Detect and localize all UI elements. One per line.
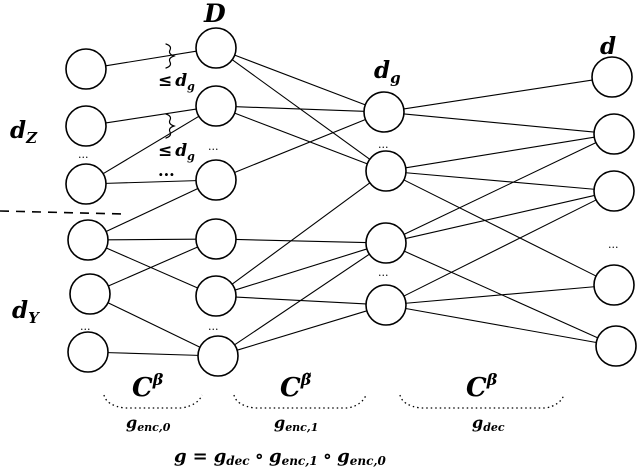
ellipsis-bold: ...	[158, 161, 175, 180]
group-bracket-dec	[399, 394, 565, 409]
edge-a1-b0	[235, 106, 365, 112]
output-node-0	[591, 56, 633, 98]
input-node-1	[65, 105, 107, 147]
bound-label-middle: ≤dg	[158, 141, 195, 163]
group-bracket-enc0	[103, 394, 203, 409]
layer1-node-3	[195, 218, 237, 260]
ellipsis-layer2-bottom: ...	[378, 266, 389, 279]
label-d-Z: dZ	[10, 117, 38, 147]
ellipsis-input-z: ...	[78, 148, 89, 161]
layer1-node-4	[195, 275, 237, 317]
output-node-2	[593, 170, 635, 212]
edge-a4-b1	[231, 182, 371, 285]
nodes	[65, 27, 637, 377]
input-node-0	[65, 48, 107, 90]
edge-i3-a4	[106, 247, 198, 289]
layer1-node-1	[195, 85, 237, 127]
label-g-enc0: genc,0	[126, 413, 171, 434]
edge-i4-a3	[108, 246, 198, 287]
layer1-node-5	[197, 335, 239, 377]
input-node-2	[65, 163, 107, 205]
edge-b3-c2	[403, 199, 597, 297]
edge-a4-b2	[234, 248, 368, 291]
edge-b1-c1	[405, 136, 595, 169]
edge-a5-b2	[234, 253, 370, 346]
edge-i5-a5	[107, 352, 199, 356]
edge-a1-b1	[234, 112, 368, 165]
ellipsis-layer1-bottom: ...	[208, 320, 219, 333]
edge-b1-c3	[403, 179, 597, 277]
label-d-g: dg	[374, 57, 401, 87]
layer2-node-3	[365, 284, 407, 326]
input-node-4	[69, 273, 111, 315]
layer2-node-2	[365, 222, 407, 264]
edge-b2-c1	[403, 142, 597, 235]
label-C-beta-dec: Cβ	[466, 370, 498, 403]
edge-i2-a2	[105, 180, 197, 184]
input-separator-dashed-line	[0, 210, 125, 215]
layer1-node-2	[195, 159, 237, 201]
edge-i4-a5	[107, 302, 201, 348]
output-node-4	[595, 325, 637, 367]
label-C-beta-tilde-enc1: Cβ̃	[280, 370, 312, 403]
label-C-beta-enc0: Cβ	[132, 370, 164, 403]
composition-formula: g=gdec∘genc,1∘genc,0	[174, 446, 387, 467]
edge-i3-a2	[105, 187, 199, 233]
edge-b3-c3	[405, 286, 595, 304]
layer1-node-0	[195, 27, 237, 69]
ellipsis-layer1-top: ...	[208, 140, 219, 153]
ellipsis-layer2-top: ...	[378, 138, 389, 151]
label-d-output: d	[600, 33, 616, 60]
edge-a3-b2	[235, 238, 367, 244]
ellipsis-input-y: ...	[80, 320, 91, 333]
edges	[102, 50, 598, 356]
label-d-Y: dY	[12, 297, 40, 327]
edge-i0-a0	[105, 50, 197, 67]
edge-b0-c0	[403, 79, 593, 110]
label-D: D	[203, 0, 226, 28]
edge-i2-a1	[102, 115, 200, 175]
output-node-1	[593, 113, 635, 155]
edge-a5-b3	[236, 310, 368, 351]
input-node-3	[67, 219, 109, 261]
edge-a2-b0	[234, 118, 366, 174]
edge-b1-c2	[405, 172, 595, 190]
edge-b2-c2	[405, 194, 595, 240]
edge-i3-a3	[107, 238, 197, 241]
ellipsis-output: ...	[608, 238, 619, 251]
group-bracket-enc1	[233, 394, 367, 409]
layer2-node-0	[363, 91, 405, 133]
edge-b0-c1	[403, 113, 595, 133]
edge-a0-b0	[234, 54, 366, 106]
bound-label-top: ≤dg	[158, 71, 195, 93]
input-node-5	[67, 331, 109, 373]
bound-brace-middle	[165, 113, 176, 139]
edge-i1-a1	[105, 108, 197, 124]
edge-b3-c4	[405, 307, 597, 344]
label-g-dec: gdec	[472, 413, 505, 434]
label-g-enc1: genc,1	[274, 413, 318, 434]
bound-brace-top	[165, 43, 176, 69]
layer2-node-1	[365, 150, 407, 192]
output-node-3	[593, 264, 635, 306]
